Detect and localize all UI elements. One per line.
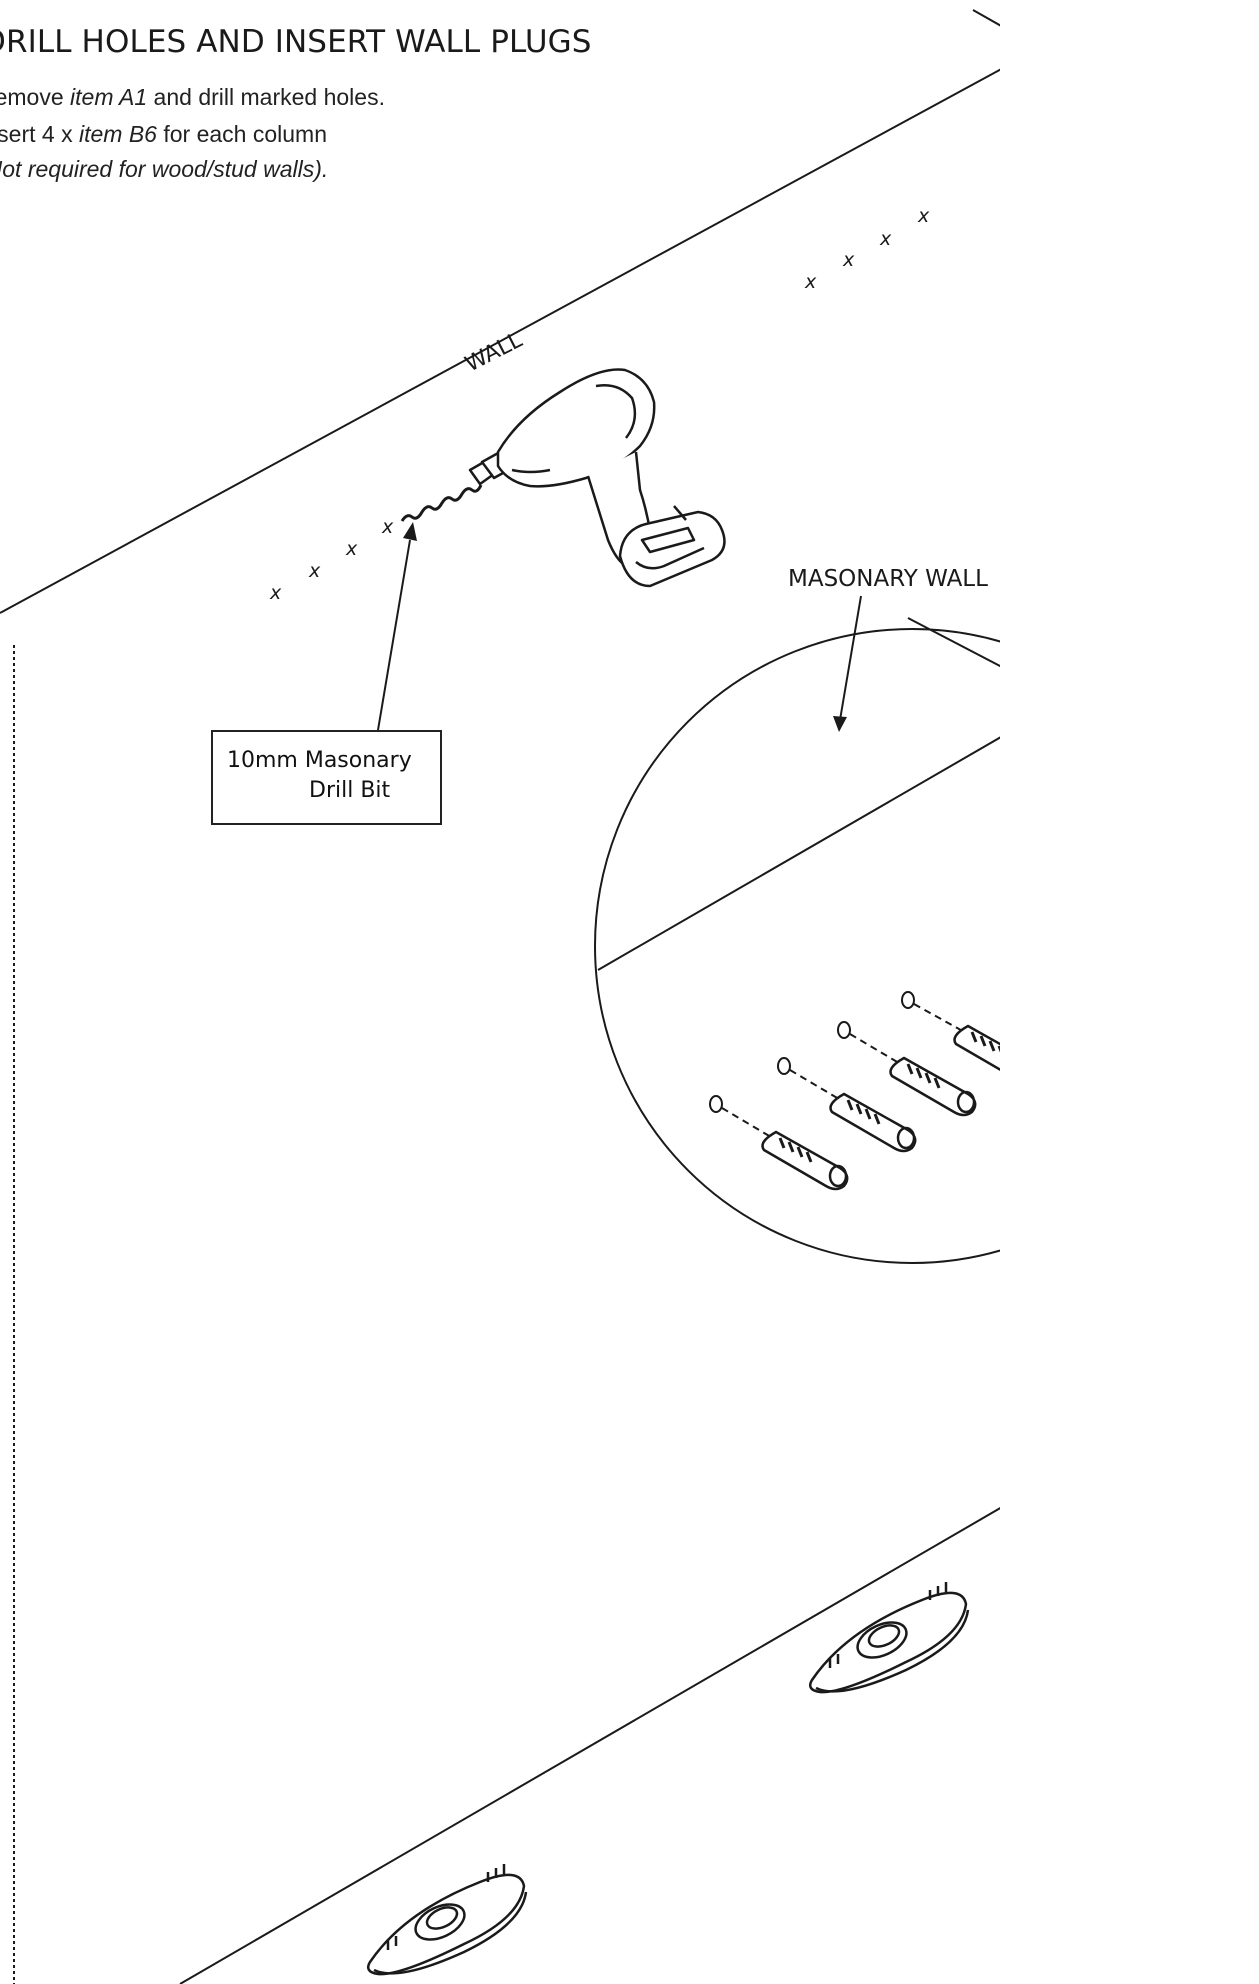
wall-plug-icon [901, 991, 1000, 1071]
masonry-wall-detail [594, 595, 1000, 1264]
instruction-text: and drill marked holes. [147, 84, 385, 110]
hole-mark-icon: x [879, 228, 892, 250]
hole-mark-icon: x [345, 538, 358, 560]
instruction-line-1: Remove item A1 and drill marked holes. [0, 84, 385, 111]
hole-marks-upper-row: x x x x [804, 205, 930, 293]
instruction-line-2: Insert 4 x item B6 for each column [0, 121, 327, 148]
wall-plugs [709, 991, 1000, 1191]
leader-arrow-icon [377, 522, 417, 731]
wall-diagram: WALL x x x x x x x x [0, 9, 1000, 1984]
diagram-stage: DRILL HOLES AND INSERT WALL PLUGS Remove… [0, 9, 1000, 1984]
column-base-plate-icon [367, 1864, 528, 1976]
hole-mark-icon: x [842, 249, 855, 271]
hole-mark-icon: x [381, 516, 394, 538]
column-base-plate-icon [809, 1582, 970, 1694]
drill-bit-label-line-1: 10mm Masonary [227, 748, 412, 773]
drill-bit-label-line-2: Drill Bit [309, 778, 391, 803]
step-heading: DRILL HOLES AND INSERT WALL PLUGS [0, 24, 592, 60]
hole-mark-icon: x [308, 560, 321, 582]
item-reference: item B6 [78, 121, 157, 147]
wall-plug-icon [777, 1057, 917, 1153]
wall-plug-icon [837, 1021, 977, 1117]
instruction-text: Insert 4 x [0, 121, 73, 147]
wall-panel [0, 9, 1000, 1984]
drill-bit-callout: 10mm Masonary Drill Bit [211, 730, 442, 825]
item-reference: item A1 [70, 84, 148, 110]
hole-mark-icon: x [917, 205, 930, 227]
instruction-text: Remove [0, 84, 64, 110]
hole-mark-icon: x [804, 271, 817, 293]
drill-icon [400, 368, 726, 588]
masonry-wall-label: MASONARY WALL [788, 566, 988, 592]
hole-mark-icon: x [269, 582, 282, 604]
wall-plug-icon [709, 1095, 849, 1191]
instruction-text: for each column [156, 121, 327, 147]
instruction-note: (Not required for wood/stud walls). [0, 156, 329, 182]
hole-marks-lower-row: x x x x [269, 516, 394, 604]
wall-label: WALL [461, 327, 527, 377]
